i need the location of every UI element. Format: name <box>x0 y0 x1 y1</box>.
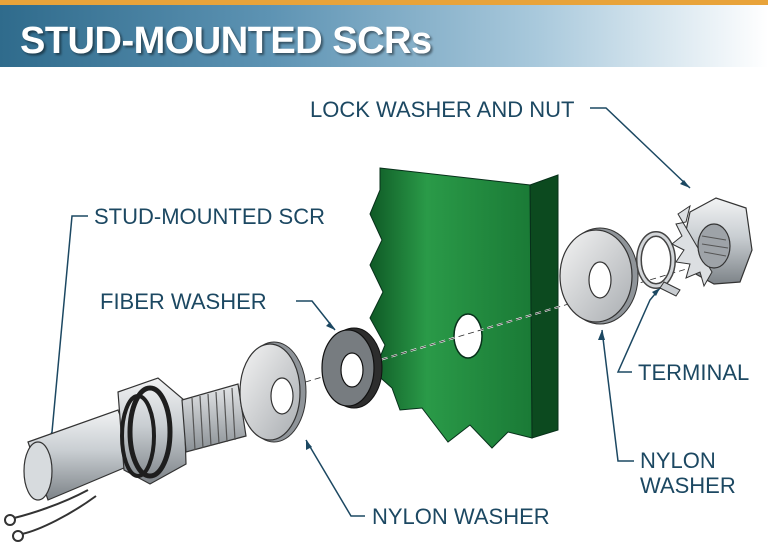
label-stud-mounted-scr: STUD-MOUNTED SCR <box>94 204 325 229</box>
terminal-tab <box>659 281 681 297</box>
nut-thread-lines <box>701 235 729 257</box>
arrowhead-fiber-washer <box>326 322 335 330</box>
nylon-washer-right-part <box>559 227 639 325</box>
scr-lead-eyelet-1 <box>4 514 16 526</box>
label-nylon-washer-right-line2: WASHER <box>640 473 736 498</box>
nylon-washer-left-face <box>239 343 301 441</box>
scr-threaded-stud <box>181 383 247 453</box>
scr-lead-eyelet-2 <box>12 530 24 542</box>
scr-body-end <box>23 441 53 501</box>
leader-nylon-washer-right <box>601 329 634 462</box>
terminal-part <box>636 231 681 297</box>
scr-ring-2 <box>120 394 156 478</box>
label-nylon-washer-right-line1: NYLON <box>640 448 716 473</box>
label-lock-washer-and-nut: LOCK WASHER AND NUT <box>310 97 575 122</box>
arrowhead-nylon-bottom <box>306 440 312 450</box>
arrowhead-lock-washer <box>680 180 690 188</box>
fiber-washer-hole <box>340 352 364 388</box>
scr-lead-wire-1 <box>13 489 89 519</box>
nylon-washer-left-hole <box>270 377 294 415</box>
leader-lock-washer-and-nut <box>590 107 691 189</box>
leader-stud-mounted-scr <box>39 215 88 459</box>
scr-ring-1 <box>127 385 173 479</box>
stud-mounted-scr-part <box>4 377 247 542</box>
top-accent-stripe <box>0 0 768 5</box>
heat-sink-side <box>529 174 559 439</box>
label-terminal: TERMINAL <box>638 360 750 385</box>
leader-fiber-washer <box>296 300 336 331</box>
title-banner: STUD-MOUNTED SCRs <box>0 5 768 67</box>
heat-sink-face <box>369 167 533 449</box>
arrowhead-terminal <box>652 288 660 296</box>
nylon-washer-right-hole <box>588 261 612 299</box>
label-nylon-washer-bottom: NYLON WASHER <box>372 504 550 529</box>
label-fiber-washer: FIBER WASHER <box>100 289 267 314</box>
leader-nylon-washer-bottom <box>305 439 365 517</box>
scr-thread-lines <box>191 387 236 451</box>
page-title: STUD-MOUNTED SCRs <box>20 20 432 62</box>
lock-washer-teeth <box>671 204 713 288</box>
scr-lead-wire-2 <box>21 495 97 535</box>
arrowhead-nylon-right <box>598 330 605 340</box>
fiber-washer-part <box>321 327 383 409</box>
nylon-washer-left-part <box>239 341 307 443</box>
heat-sink-mounting-hole <box>453 313 483 359</box>
heat-sink-plate <box>369 167 559 449</box>
terminal-ring-highlight <box>637 232 675 288</box>
lock-washer-and-nut-part <box>671 197 753 288</box>
